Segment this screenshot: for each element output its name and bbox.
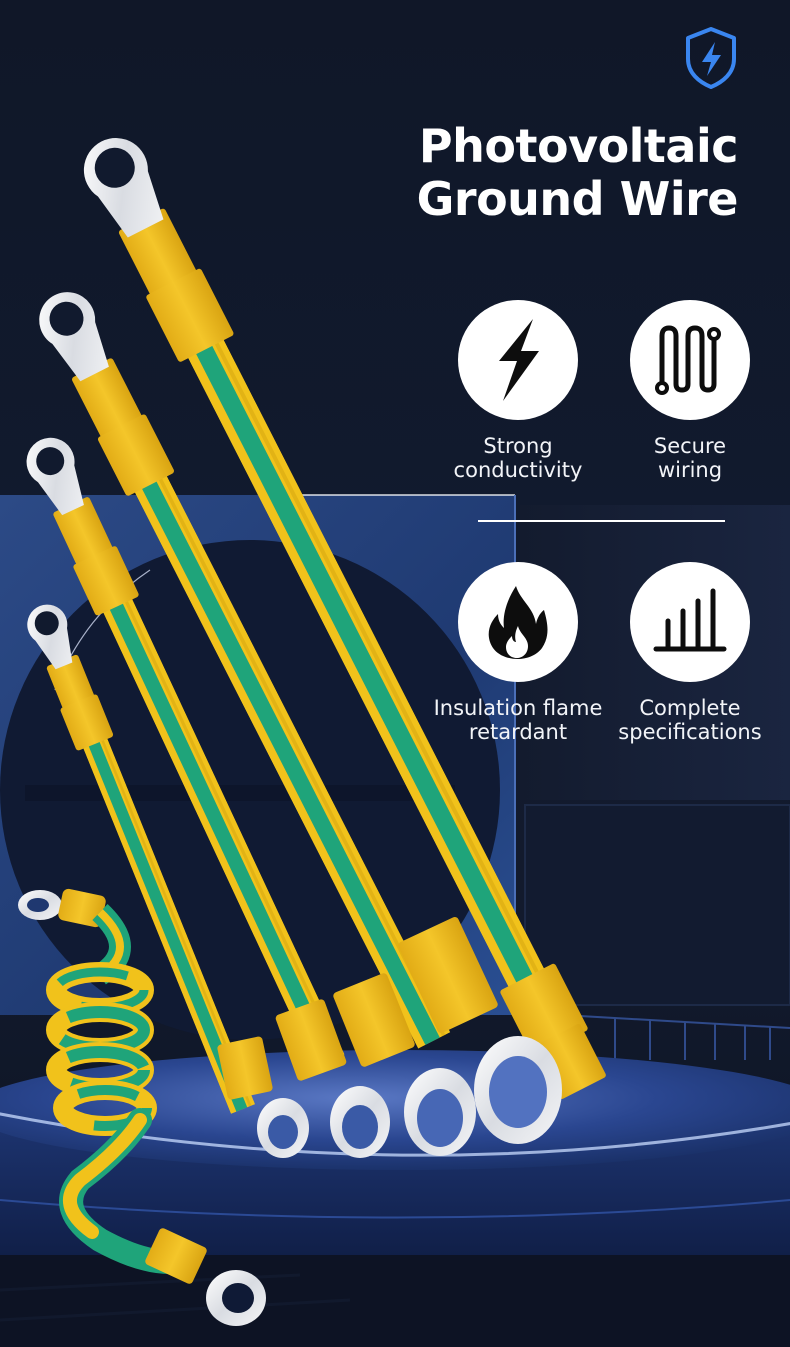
feature-flame-retardant: Insulation flame retardant xyxy=(418,562,618,744)
feature-label-line: conductivity xyxy=(453,458,583,482)
feature-circle xyxy=(458,300,578,420)
bar-chart-icon xyxy=(653,588,727,652)
feature-label-line: Strong xyxy=(483,434,553,458)
coil-loops xyxy=(46,962,157,1136)
feature-divider xyxy=(478,520,725,522)
wire-1 xyxy=(83,138,606,1099)
feature-label: Complete specifications xyxy=(590,696,790,744)
feature-label-line: retardant xyxy=(468,720,568,744)
shield-lightning-icon xyxy=(686,27,736,89)
page-title: Photovoltaic Ground Wire xyxy=(416,119,739,226)
flame-icon xyxy=(488,586,548,659)
feature-circle xyxy=(630,562,750,682)
feature-label: Strong conductivity xyxy=(418,434,618,482)
title-line-1: Photovoltaic xyxy=(418,119,739,173)
coiled-wire xyxy=(18,888,266,1326)
wire-4 xyxy=(27,604,256,1114)
feature-label: Secure wiring xyxy=(590,434,790,482)
feature-label-line: wiring xyxy=(657,458,723,482)
feature-circle xyxy=(458,562,578,682)
lightning-bolt-icon xyxy=(499,319,539,401)
title-line-2: Ground Wire xyxy=(416,172,739,226)
feature-label-line: specifications xyxy=(618,720,762,744)
feature-circle xyxy=(630,300,750,420)
serpentine-wire-icon xyxy=(655,325,721,395)
feature-strong-conductivity: Strong conductivity xyxy=(418,300,618,482)
feature-secure-wiring: Secure wiring xyxy=(590,300,790,482)
feature-label-line: Complete xyxy=(639,696,741,720)
wire-2 xyxy=(39,292,451,1049)
feature-complete-specifications: Complete specifications xyxy=(590,562,790,744)
bottom-terminals xyxy=(217,917,562,1158)
feature-label-line: Insulation flame xyxy=(433,696,603,720)
wire-3 xyxy=(26,437,345,1068)
feature-label: Insulation flame retardant xyxy=(418,696,618,744)
feature-label-line: Secure xyxy=(653,434,727,458)
